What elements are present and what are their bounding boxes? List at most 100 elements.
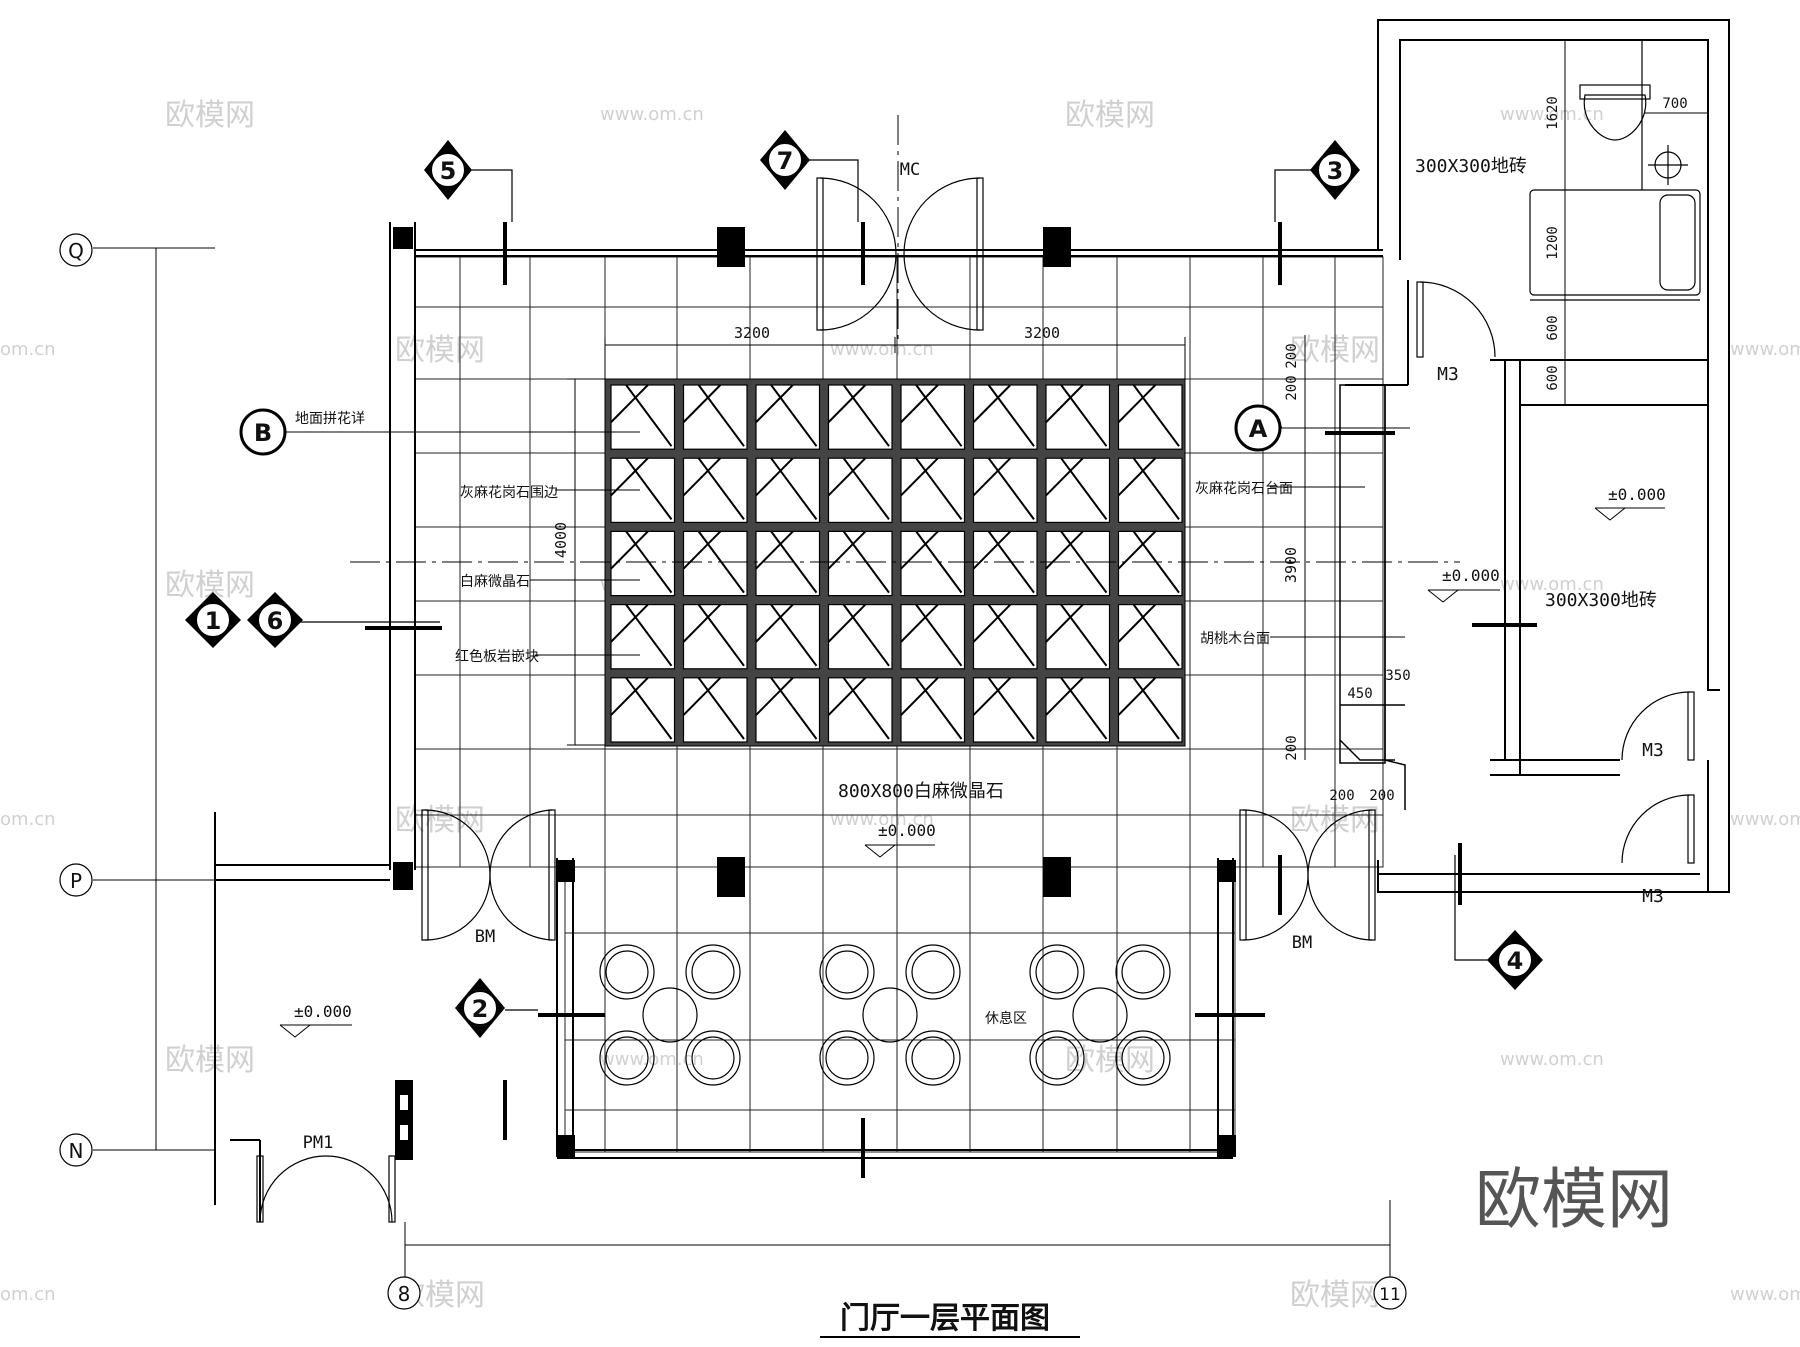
lounge-chair <box>1115 944 1171 1000</box>
axis-q-label: Q <box>68 239 84 263</box>
door-label-m3-top: M3 <box>1437 364 1459 385</box>
toilet-icon <box>1583 94 1647 141</box>
annotation-white-marble: 白麻微晶石 <box>460 574 530 590</box>
watermark: www.om.cn <box>1500 574 1604 595</box>
parquet-strip <box>900 603 939 643</box>
dim-200-e: 200 <box>1369 788 1394 804</box>
dim-200-a: 200 <box>1284 375 1300 400</box>
watermark: www.om.cn <box>1730 809 1800 830</box>
section-cuts <box>365 222 1537 1178</box>
watermark: om.cn <box>0 809 56 830</box>
parquet-tile <box>610 603 676 670</box>
counter-top <box>1339 384 1386 764</box>
parquet-tile <box>610 677 676 743</box>
dim-1620: 1620 <box>1545 96 1561 130</box>
level-left-lower: ±0.000 <box>294 1002 352 1021</box>
parquet-strip <box>1132 604 1180 667</box>
round-table <box>1072 987 1128 1043</box>
axis-bubbles: Q P N 8 11 <box>59 233 1407 1310</box>
section-marker-5: 5 <box>440 157 457 185</box>
parquet-strip <box>1045 603 1084 643</box>
parquet-strip <box>915 677 963 740</box>
parquet-strip <box>842 677 890 740</box>
watermark: 欧模网 <box>165 1043 255 1078</box>
parquet-strip <box>972 603 1012 643</box>
column <box>1218 860 1236 882</box>
axis-n-label: N <box>69 1139 84 1163</box>
watermark: www.om.cn <box>830 809 934 830</box>
parquet-strip <box>972 384 1012 423</box>
parquet-tile <box>1045 384 1111 450</box>
parquet-tile <box>610 384 676 450</box>
parquet-strip <box>987 457 1035 520</box>
parquet-strip <box>827 677 867 716</box>
lounge-chair <box>599 944 655 1000</box>
lounge-chair-seat <box>911 1036 955 1080</box>
dim-700: 700 <box>1662 96 1687 112</box>
reception-counter <box>1339 384 1406 810</box>
lounge-chair <box>599 1030 655 1086</box>
lounge-chair <box>1029 1030 1085 1086</box>
column <box>395 1080 413 1160</box>
parquet-tile <box>972 457 1038 524</box>
annotation-tile-300-top: 300X300地砖 <box>1415 156 1527 177</box>
parquet-strip <box>842 457 890 520</box>
detail-marker-b: B <box>254 419 272 447</box>
parquet-tile <box>900 384 966 450</box>
parquet-strip <box>1132 677 1180 740</box>
parquet-tile <box>755 677 821 743</box>
watermark: 欧模网 <box>1290 1278 1380 1313</box>
lounge-chair <box>819 944 875 1000</box>
parquet-tile <box>1117 603 1183 670</box>
parquet-strip <box>682 457 722 497</box>
section-marker-1: 1 <box>205 607 222 635</box>
parquet-tile <box>682 677 748 743</box>
watermark: www.om.cn <box>1730 1284 1800 1305</box>
lounge-chair-seat <box>691 1036 735 1080</box>
section-marker-6: 6 <box>267 607 284 635</box>
parquet-strip <box>1117 677 1157 716</box>
door-label-bm-right: BM <box>1292 933 1312 953</box>
door-label-mc: MC <box>900 160 920 180</box>
dim-350: 350 <box>1385 668 1410 684</box>
axis-11-label: 11 <box>1379 1285 1401 1305</box>
dimension-lines <box>567 40 1708 760</box>
dim-4000: 4000 <box>552 522 570 558</box>
lounge-chair <box>905 1030 961 1086</box>
parquet-tile <box>755 603 821 670</box>
column <box>557 1135 575 1157</box>
lounge-chair-seat <box>1121 950 1165 994</box>
parquet-strip <box>1132 384 1180 447</box>
parquet-strip <box>697 677 745 740</box>
parquet-tile <box>1117 677 1183 743</box>
parquet-strip <box>682 384 722 423</box>
dim-3200-left: 3200 <box>734 324 770 342</box>
annotation-tile-300-right: 300X300地砖 <box>1545 590 1657 611</box>
parquet-strip <box>900 384 939 423</box>
parquet-strip <box>1045 384 1084 423</box>
round-table <box>642 987 698 1043</box>
annotation-red-slate: 红色板岩嵌块 <box>455 648 539 665</box>
parquet-strip <box>900 677 939 716</box>
parquet-strip <box>827 384 867 423</box>
parquet-strip <box>1117 457 1157 497</box>
parquet-tile <box>1045 677 1111 743</box>
parquet-strip <box>625 457 673 520</box>
door-swings <box>256 177 1695 1223</box>
parquet-strip <box>842 604 890 667</box>
parquet-tile <box>972 530 1038 597</box>
parquet-strip <box>770 677 818 740</box>
bathtub <box>1529 189 1701 296</box>
parquet-strip <box>625 604 673 667</box>
watermark: www.om.cn <box>830 339 934 360</box>
walls <box>214 19 1730 1222</box>
detail-marker-a: A <box>1249 415 1268 443</box>
lounge-chair-seat <box>1035 1036 1079 1080</box>
dim-3900: 3900 <box>1282 547 1300 583</box>
bathroom-fixtures <box>1529 40 1701 361</box>
parquet-strip <box>972 457 1012 497</box>
parquet-strip <box>625 384 673 447</box>
brand-logo-watermark: 欧模网 <box>1475 1161 1673 1238</box>
parquet-strip <box>900 457 939 497</box>
level-counter: ±0.000 <box>1442 566 1500 585</box>
